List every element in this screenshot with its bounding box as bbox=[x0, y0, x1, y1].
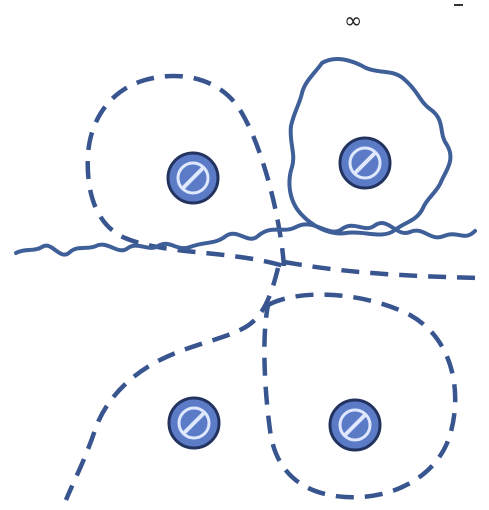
lower-right-prohibition-icon bbox=[330, 400, 380, 450]
upper-right-prohibition-icon bbox=[340, 138, 390, 188]
center-horizontal-boundary bbox=[284, 262, 484, 278]
lower-right-region-boundary bbox=[264, 295, 455, 498]
infinity-symbol: ∞ bbox=[344, 9, 362, 34]
upper-left-prohibition-icon bbox=[168, 153, 218, 203]
lower-left-region-boundary bbox=[66, 268, 278, 500]
lower-left-prohibition-icon bbox=[169, 398, 219, 448]
wavy-boundary bbox=[16, 223, 475, 255]
